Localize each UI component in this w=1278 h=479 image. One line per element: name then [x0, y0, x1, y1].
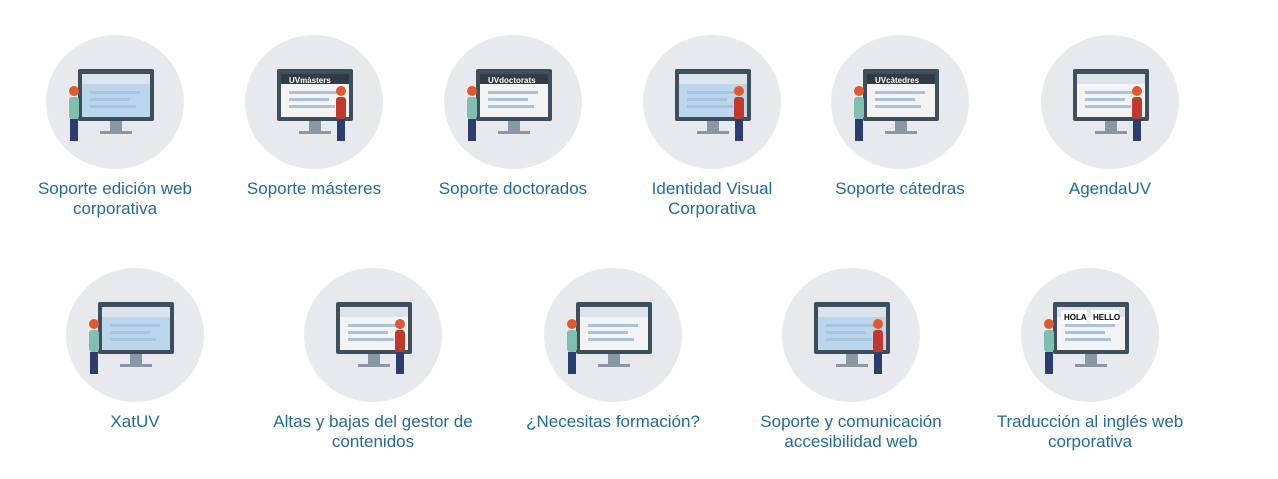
training-illustration: [567, 302, 652, 374]
service-illustration[interactable]: [1041, 35, 1179, 169]
chat-illustration: [89, 302, 174, 374]
service-illustration[interactable]: [66, 268, 204, 402]
service-card[interactable]: XatUV: [25, 268, 245, 432]
translation-illustration: HOLA HELLO: [1044, 302, 1129, 374]
service-illustration[interactable]: [782, 268, 920, 402]
service-illustration[interactable]: HOLA HELLO: [1021, 268, 1159, 402]
visual-identity-illustration: [675, 69, 751, 141]
agenda-illustration: [1073, 69, 1149, 141]
web-editing-illustration: [69, 69, 154, 141]
service-card[interactable]: UVmàsters Soporte másteres: [204, 35, 424, 199]
svg-text:HOLA: HOLA: [1064, 313, 1087, 322]
doctorates-illustration: UVdoctorats: [467, 69, 552, 141]
service-link[interactable]: ¿Necesitas formación?: [526, 412, 700, 431]
service-link[interactable]: AgendaUV: [1068, 179, 1152, 198]
service-illustration[interactable]: [46, 35, 184, 169]
service-link[interactable]: Soporte cátedras: [835, 179, 965, 198]
service-card[interactable]: AgendaUV: [1000, 35, 1220, 199]
chairs-illustration: UVcàtedres: [854, 69, 939, 141]
service-link[interactable]: Soporte doctorados: [438, 179, 588, 198]
service-illustration[interactable]: UVmàsters: [245, 35, 383, 169]
service-card[interactable]: UVcàtedres Soporte cátedras: [790, 35, 1010, 199]
service-link[interactable]: XatUV: [110, 412, 160, 431]
svg-text:UVdoctorats: UVdoctorats: [488, 76, 536, 85]
service-card[interactable]: ¿Necesitas formación?: [503, 268, 723, 432]
accessibility-illustration: [814, 302, 890, 374]
service-card[interactable]: UVdoctorats Soporte doctorados: [403, 35, 623, 199]
cms-users-illustration: [336, 302, 412, 374]
svg-text:UVcàtedres: UVcàtedres: [875, 76, 920, 85]
masters-illustration: UVmàsters: [277, 69, 353, 141]
service-illustration[interactable]: [304, 268, 442, 402]
service-illustration[interactable]: UVdoctorats: [444, 35, 582, 169]
service-illustration[interactable]: UVcàtedres: [831, 35, 969, 169]
svg-text:HELLO: HELLO: [1093, 313, 1120, 322]
service-illustration[interactable]: [643, 35, 781, 169]
service-illustration[interactable]: [544, 268, 682, 402]
svg-text:UVmàsters: UVmàsters: [289, 76, 331, 85]
service-link[interactable]: Soporte másteres: [246, 179, 382, 198]
